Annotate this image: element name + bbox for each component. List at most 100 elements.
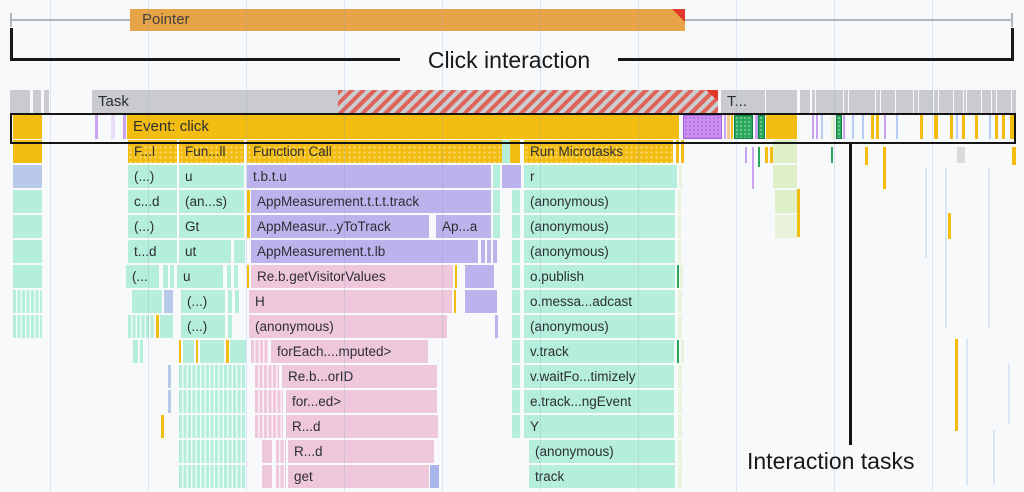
flame-bar[interactable]	[512, 290, 520, 313]
flame-bar[interactable]	[502, 165, 521, 188]
flame-bar[interactable]: Fun...ll	[179, 140, 244, 163]
flame-bar[interactable]	[179, 390, 246, 413]
flame-bar[interactable]	[775, 215, 797, 238]
flame-bar[interactable]: v.track	[524, 340, 674, 363]
flame-bar[interactable]	[512, 140, 520, 163]
event-segment[interactable]	[962, 115, 965, 139]
flame-bar[interactable]: R...d	[286, 415, 438, 438]
flame-bar[interactable]	[276, 465, 286, 488]
event-segment[interactable]	[884, 115, 886, 139]
flame-bar[interactable]	[183, 340, 194, 363]
flame-bar[interactable]: (anonymous)	[249, 315, 447, 338]
flame-bar[interactable]	[235, 290, 239, 313]
task-segment[interactable]	[914, 90, 918, 113]
flame-bar[interactable]	[512, 265, 520, 288]
flame-bar[interactable]: (anonymous)	[524, 215, 675, 238]
flame-bar[interactable]	[512, 315, 520, 338]
task-segment[interactable]	[939, 90, 953, 113]
event-segment[interactable]	[13, 115, 42, 139]
event-segment[interactable]	[852, 115, 854, 139]
event-segment[interactable]	[831, 115, 835, 139]
flame-bar[interactable]	[13, 315, 42, 338]
flame-bar[interactable]	[255, 415, 283, 438]
event-segment[interactable]	[950, 115, 953, 139]
flame-bar[interactable]	[227, 265, 231, 288]
event-segment[interactable]	[816, 115, 818, 139]
flame-bar[interactable]	[255, 365, 279, 388]
flame-bar[interactable]	[678, 290, 682, 313]
task-segment[interactable]	[844, 90, 848, 113]
flame-bar[interactable]	[160, 315, 173, 338]
task-segment[interactable]	[849, 90, 875, 113]
flame-bar[interactable]	[132, 290, 162, 313]
task-segment[interactable]	[896, 90, 913, 113]
flame-bar[interactable]	[140, 340, 143, 363]
flame-bar[interactable]: forEach....mputed>	[271, 340, 428, 363]
flame-bar[interactable]	[262, 440, 272, 463]
flame-bar[interactable]: u	[177, 265, 223, 288]
flame-bar[interactable]: (...)	[128, 165, 177, 188]
flame-bar[interactable]	[678, 465, 682, 488]
flame-bar[interactable]	[678, 315, 682, 338]
flame-bar[interactable]: F...l	[128, 140, 177, 163]
flame-bar[interactable]: Function Call	[247, 140, 520, 163]
event-segment[interactable]	[812, 115, 814, 139]
flame-bar[interactable]	[179, 365, 246, 388]
flame-bar[interactable]	[179, 340, 181, 363]
flame-bar[interactable]	[164, 290, 173, 313]
flame-bar[interactable]: Y	[524, 415, 674, 438]
flame-bar[interactable]	[678, 240, 681, 263]
event-segment[interactable]	[1010, 115, 1016, 139]
flame-bar[interactable]	[168, 390, 171, 413]
flame-bar[interactable]	[678, 190, 681, 213]
flame-bar[interactable]	[276, 440, 286, 463]
flame-bar[interactable]	[678, 415, 682, 438]
flame-bar[interactable]	[13, 215, 42, 238]
flame-bar[interactable]: (anonymous)	[524, 240, 675, 263]
task-segment[interactable]	[766, 90, 797, 113]
event-segment[interactable]	[995, 115, 998, 139]
flame-bar[interactable]	[512, 365, 520, 388]
flame-bar[interactable]	[677, 340, 679, 363]
flame-bar[interactable]	[179, 465, 246, 488]
task-segment[interactable]	[44, 90, 49, 113]
flame-bar[interactable]: r	[524, 165, 677, 188]
pointer-interaction-bar[interactable]: Pointer	[130, 9, 685, 31]
flame-bar[interactable]	[495, 315, 498, 338]
flame-bar[interactable]	[493, 165, 500, 188]
event-segment[interactable]	[871, 115, 874, 139]
flame-bar[interactable]	[678, 440, 682, 463]
flame-bar[interactable]	[680, 265, 683, 288]
flame-bar[interactable]	[179, 415, 246, 438]
flame-bar[interactable]	[676, 140, 679, 163]
flame-bar[interactable]: v.waitFo...timizely	[524, 365, 674, 388]
flame-bar[interactable]: (anonymous)	[524, 315, 675, 338]
flame-bar[interactable]	[502, 140, 510, 163]
task-segment[interactable]	[992, 90, 996, 113]
task-segment[interactable]	[997, 90, 1011, 113]
event-segment[interactable]	[896, 115, 898, 139]
flame-bar[interactable]	[200, 340, 224, 363]
task-segment[interactable]	[919, 90, 933, 113]
flame-bar[interactable]	[512, 415, 520, 438]
flame-bar[interactable]	[679, 165, 682, 188]
flame-bar[interactable]: t...d	[128, 240, 177, 263]
event-segment[interactable]	[731, 115, 733, 139]
event-segment[interactable]	[683, 115, 722, 139]
flame-bar[interactable]	[234, 240, 245, 263]
flame-bar[interactable]	[678, 215, 681, 238]
flame-bar[interactable]	[196, 340, 198, 363]
flame-bar[interactable]	[13, 140, 42, 163]
event-segment[interactable]	[843, 115, 845, 139]
flame-bar[interactable]	[677, 265, 679, 288]
flame-bar[interactable]	[455, 265, 457, 288]
event-segment[interactable]	[821, 115, 823, 139]
flame-bar[interactable]: H	[249, 290, 452, 313]
flame-bar[interactable]: (...	[126, 265, 159, 288]
flame-bar[interactable]: (anonymous)	[524, 190, 675, 213]
flame-bar[interactable]	[465, 290, 497, 313]
event-segment[interactable]	[934, 115, 938, 139]
task-segment[interactable]: Task	[92, 90, 338, 113]
flame-bar[interactable]	[168, 365, 171, 388]
flame-bar[interactable]: AppMeasur...yToTrack	[251, 215, 429, 238]
